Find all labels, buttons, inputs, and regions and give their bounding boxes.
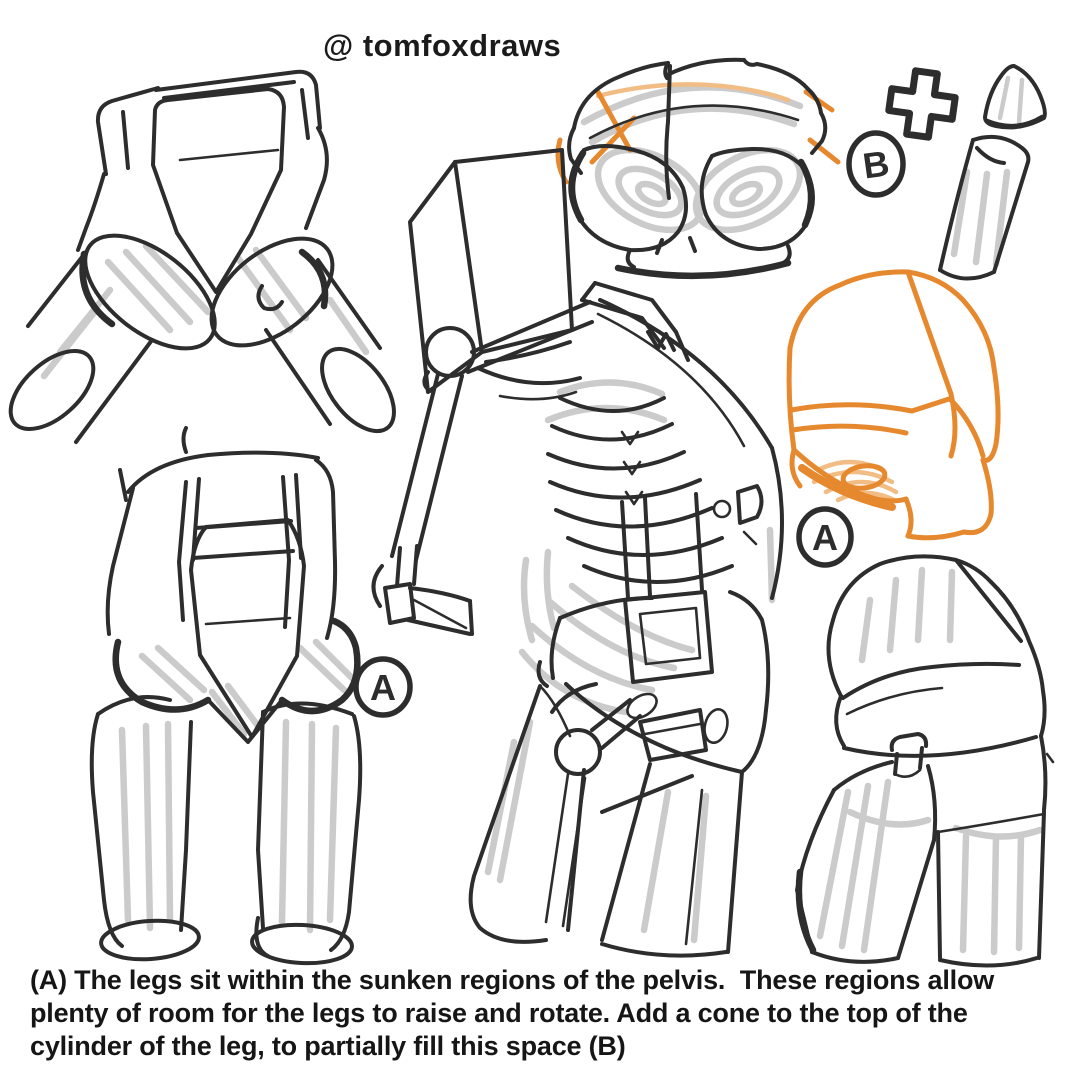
caption-line-1: (A) The legs sit within the sunken regio…	[30, 965, 995, 995]
artist-handle: @ tomfoxdraws	[323, 28, 562, 63]
label-b-circle	[846, 130, 906, 198]
label-a-circle	[796, 506, 854, 568]
label-b: B	[860, 142, 891, 186]
hip-plate	[151, 87, 286, 294]
right-socket	[209, 236, 335, 348]
sacrum-plate	[623, 590, 714, 684]
figure-pelvis-leg-raised	[795, 554, 1055, 968]
right-leg-cap	[250, 922, 354, 966]
hip-plate	[189, 518, 306, 739]
arm	[390, 372, 440, 558]
figure-cone-plus-cylinder: B	[846, 64, 1047, 281]
figure-pelvis-legs-down: A	[89, 426, 413, 966]
figure-bent-torso	[371, 148, 784, 958]
plus-icon	[885, 67, 959, 141]
left-leg-cap	[99, 918, 201, 962]
figure-pelvis-orange: A	[786, 269, 1001, 568]
cylinder	[971, 134, 1031, 164]
caption-line-2: plenty of room for the legs to raise and…	[30, 998, 968, 1028]
left-socket	[83, 233, 217, 351]
ribcage-box	[453, 148, 574, 354]
label-a-circle	[353, 656, 413, 718]
left-leg-cap	[8, 348, 96, 432]
caption-line-3: cylinder of the leg, to partially fill t…	[30, 1031, 626, 1061]
shoulder-ball	[424, 326, 476, 378]
label-a: A	[812, 517, 838, 558]
hip-ball	[554, 728, 602, 776]
cone	[983, 64, 1047, 130]
joint-nub	[840, 463, 888, 491]
figure-pelvis-legs-out	[8, 69, 396, 444]
label-a: A	[370, 667, 396, 708]
caption: (A) The legs sit within the sunken regio…	[30, 964, 1046, 1063]
leg-cone-nub	[889, 732, 929, 752]
right-leg-cap	[320, 346, 396, 434]
figure-pelvis-front-shell	[555, 57, 841, 280]
